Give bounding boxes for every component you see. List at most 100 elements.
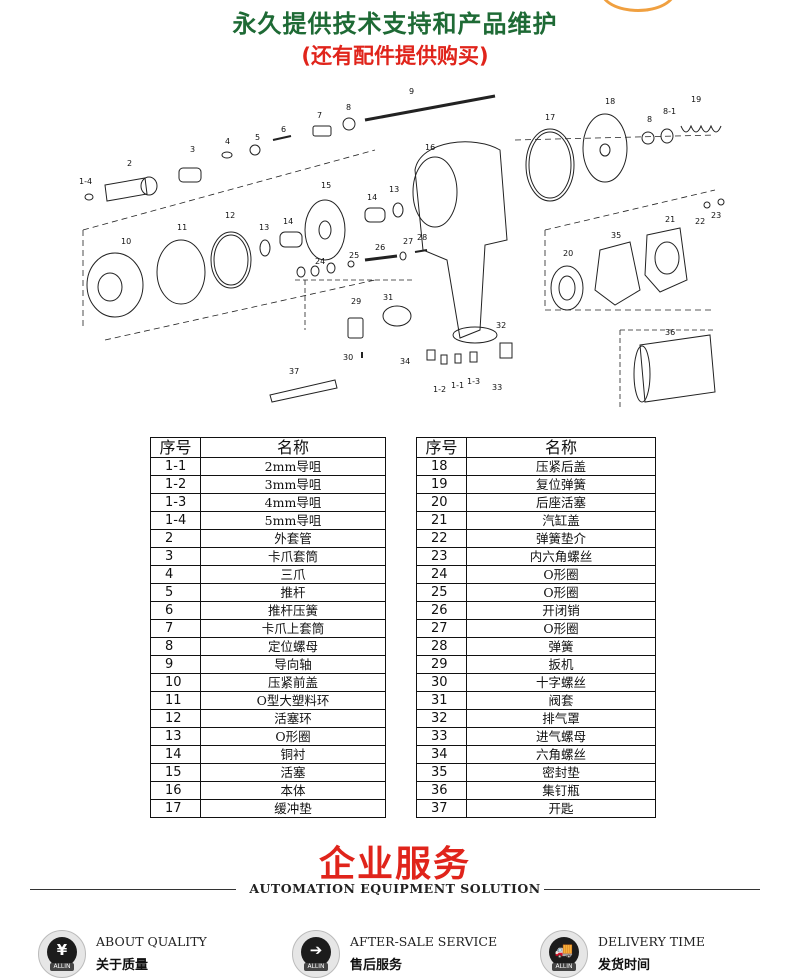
- feature-quality[interactable]: ¥ ALLIN ABOUT QUALITY 关于质量: [38, 930, 238, 980]
- part-number: 16: [150, 781, 201, 800]
- label-14a: 14: [283, 217, 293, 226]
- label-5: 5: [255, 133, 260, 142]
- part-number: 26: [416, 601, 467, 620]
- label-35: 35: [611, 231, 621, 240]
- label-1-1: 1-1: [451, 381, 464, 390]
- part-name: 推杆: [200, 583, 386, 602]
- part-name: 汽缸盖: [466, 511, 656, 530]
- label-32: 32: [496, 321, 506, 330]
- part-name: O形圈: [466, 565, 656, 584]
- part-name: 弹簧垫介: [466, 529, 656, 548]
- part-number: 5: [150, 583, 201, 602]
- part-number: 29: [416, 655, 467, 674]
- part-name: O形圈: [466, 583, 656, 602]
- part-name: 进气螺母: [466, 727, 656, 746]
- part-number: 1-4: [150, 511, 201, 530]
- quality-badge: ¥ ALLIN: [38, 930, 86, 978]
- part-number: 10: [150, 673, 201, 692]
- part-name: 开匙: [466, 799, 656, 818]
- part-number: 14: [150, 745, 201, 764]
- part-number: 32: [416, 709, 467, 728]
- feature-en-label: DELIVERY TIME: [598, 934, 705, 949]
- label-8: 8: [346, 103, 351, 112]
- page-subtitle: (还有配件提供购买): [301, 44, 489, 68]
- divider-left: [30, 889, 236, 890]
- label-13b: 13: [389, 185, 399, 194]
- label-22: 22: [695, 217, 705, 226]
- label-12: 12: [225, 211, 235, 220]
- label-4: 4: [225, 137, 230, 146]
- divider-right: [544, 889, 760, 890]
- part-name: 密封垫: [466, 763, 656, 782]
- part-number: 22: [416, 529, 467, 548]
- part-number: 37: [416, 799, 467, 818]
- feature-en-label: AFTER-SALE SERVICE: [350, 934, 498, 949]
- part-number: 27: [416, 619, 467, 638]
- badge-tag: ALLIN: [552, 963, 576, 971]
- delivery-badge: 🚚 ALLIN: [540, 930, 588, 978]
- part-number: 23: [416, 547, 467, 566]
- part-number: 7: [150, 619, 201, 638]
- feature-en-label: ABOUT QUALITY: [96, 934, 207, 949]
- part-number: 9: [150, 655, 201, 674]
- label-37: 37: [289, 367, 299, 376]
- part-number: 30: [416, 673, 467, 692]
- label-36: 36: [665, 328, 675, 337]
- part-number: 28: [416, 637, 467, 656]
- part-name: O型大塑料环: [200, 691, 386, 710]
- label-3: 3: [190, 145, 195, 154]
- part-name: 定位螺母: [200, 637, 386, 656]
- exploded-parts-diagram: 1-4 2 3 4 5 6 7 8 9 10 11 12 13 14 15 14…: [79, 87, 725, 410]
- label-17: 17: [545, 113, 555, 122]
- part-name: 铜衬: [200, 745, 386, 764]
- label-31: 31: [383, 293, 393, 302]
- part-number: 24: [416, 565, 467, 584]
- label-27: 27: [403, 237, 413, 246]
- part-name: 导向轴: [200, 655, 386, 674]
- part-name: 排气罩: [466, 709, 656, 728]
- part-name: O形圈: [200, 727, 386, 746]
- part-number: 25: [416, 583, 467, 602]
- part-name: 压紧后盖: [466, 457, 656, 476]
- part-name: 本体: [200, 781, 386, 800]
- label-26: 26: [375, 243, 385, 252]
- part-name: 缓冲垫: [200, 799, 386, 818]
- part-number: 17: [150, 799, 201, 818]
- part-number: 4: [150, 565, 201, 584]
- part-number: 36: [416, 781, 467, 800]
- feature-after-sale[interactable]: ➔ ALLIN AFTER-SALE SERVICE 售后服务: [292, 930, 512, 980]
- feature-cn-label: 关于质量: [96, 958, 149, 973]
- feature-delivery[interactable]: 🚚 ALLIN DELIVERY TIME 发货时间: [540, 930, 740, 980]
- column-header-no: 序号: [416, 437, 467, 458]
- label-8b: 8: [647, 115, 652, 124]
- label-34: 34: [400, 357, 410, 366]
- part-number: 1-1: [150, 457, 201, 476]
- label-23: 23: [711, 211, 721, 220]
- yen-icon: ¥: [56, 941, 68, 959]
- label-29: 29: [351, 297, 361, 306]
- part-name: 2mm导咀: [200, 457, 386, 476]
- label-10: 10: [121, 237, 131, 246]
- label-6: 6: [281, 125, 286, 134]
- part-name: 集钉瓶: [466, 781, 656, 800]
